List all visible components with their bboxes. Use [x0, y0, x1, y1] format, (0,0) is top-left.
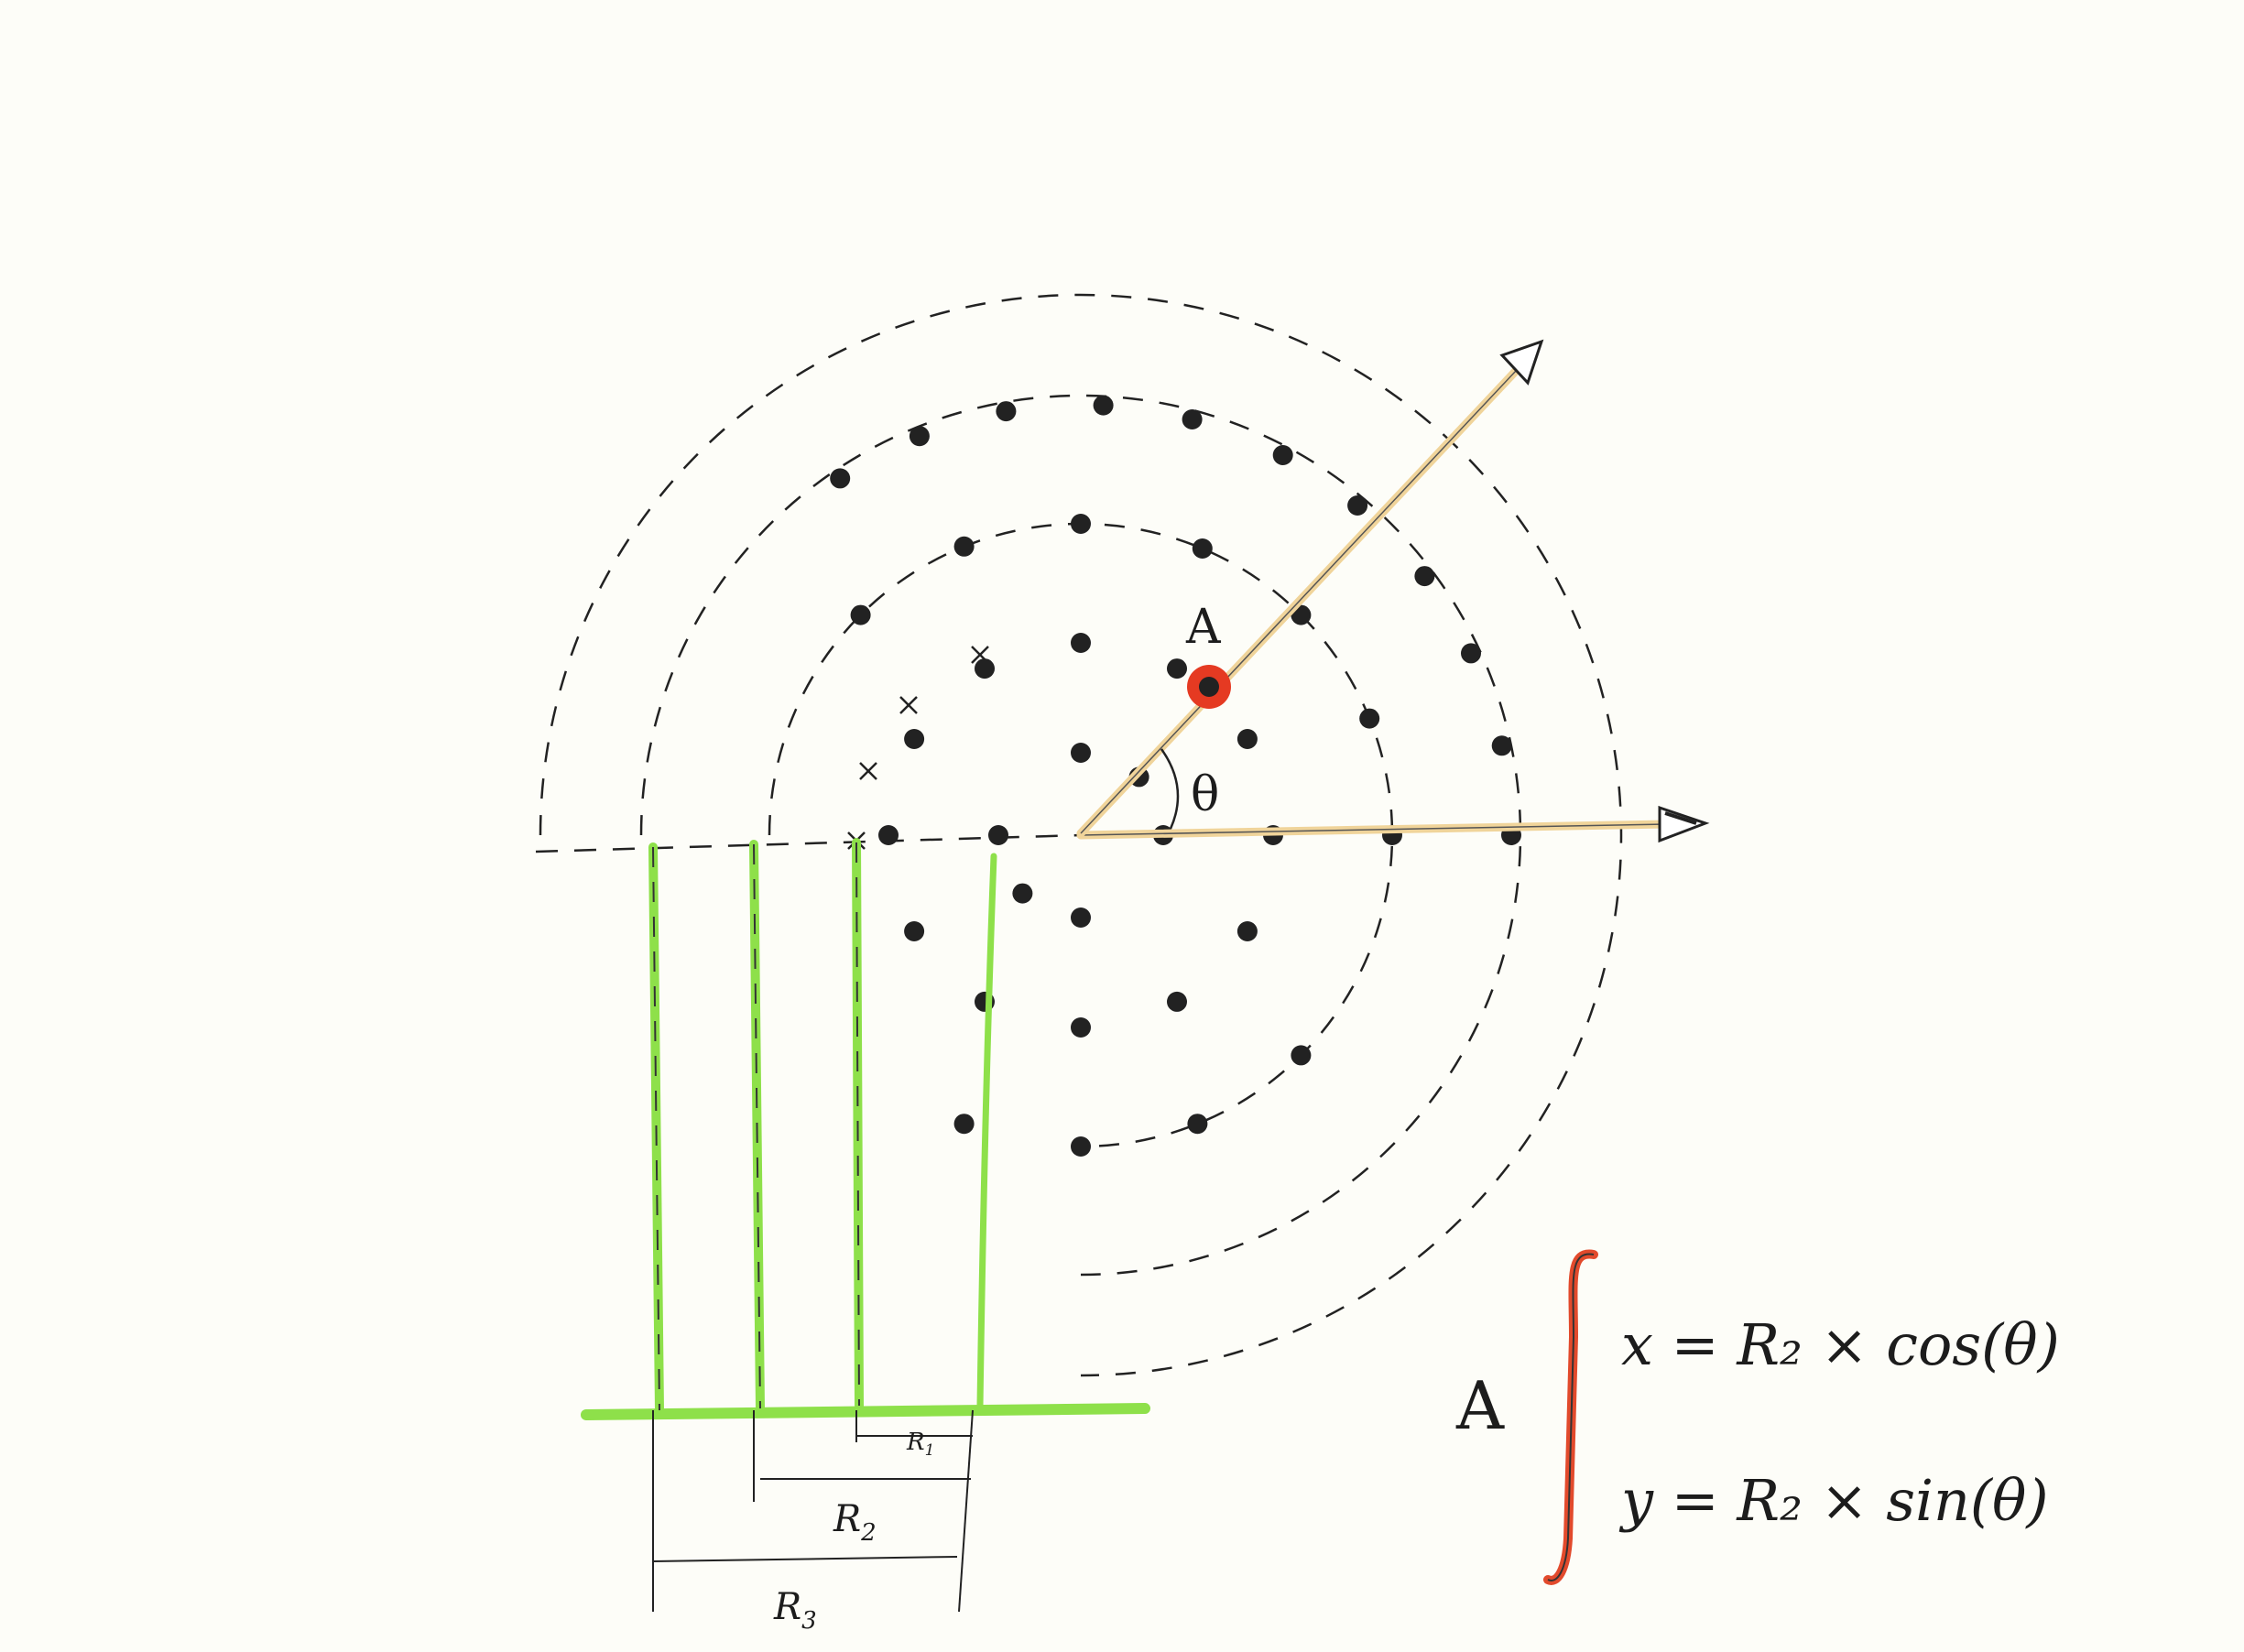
ring-dot: [988, 825, 1008, 845]
circle-r2: [639, 394, 1522, 1277]
ring-dot: [1071, 633, 1091, 653]
r2-label: R2: [833, 1498, 877, 1547]
profile-centerlines: [652, 842, 860, 1411]
ring-dot: [878, 825, 899, 845]
ring-dot: [904, 921, 925, 941]
point-a-marker: [1187, 665, 1231, 709]
ring-dot: [1491, 735, 1512, 756]
dimension-labels: R1 R2 R3: [773, 1429, 934, 1635]
ring-dot: [1414, 566, 1435, 587]
circle-r3: [539, 293, 1623, 1377]
ring-dot: [1071, 1136, 1091, 1157]
r3-label: R3: [773, 1586, 817, 1635]
formula-y: y = R₂ × sin(θ): [1618, 1467, 2049, 1534]
horizontal-dashed-axis: [535, 833, 1082, 853]
angle-label: θ: [1191, 767, 1219, 822]
ring-dot: [1347, 495, 1368, 516]
formula-x: x = R₂ × cos(θ): [1621, 1311, 2060, 1378]
r1-label: R1: [906, 1429, 934, 1460]
ring-dot: [953, 536, 975, 557]
ring-dot: [1236, 729, 1258, 749]
ring-dot: [1093, 395, 1114, 416]
ring-dot: [1359, 708, 1380, 729]
point-a-label: A: [1185, 600, 1222, 655]
dimension-lines: [652, 1409, 974, 1613]
angle-arc: [1160, 748, 1180, 830]
ring-dot: [1187, 1114, 1208, 1135]
green-profile: [581, 838, 1150, 1420]
ring-dot: [1071, 1017, 1091, 1038]
ring-dot: [953, 1114, 975, 1135]
ring-dot: [1192, 538, 1213, 559]
ring-dot: [1236, 921, 1258, 941]
formula-lhs: A: [1455, 1367, 1505, 1444]
cross-mark: [899, 696, 918, 714]
ring-dot: [1012, 883, 1033, 904]
ring-dot: [850, 604, 871, 625]
ring-dot: [1182, 409, 1203, 429]
ring-dot: [975, 658, 995, 679]
ring-dot: [1272, 445, 1293, 465]
ring-dot: [830, 468, 851, 489]
ring-dot: [1071, 514, 1091, 534]
arrow-diagonal-icon: [1499, 339, 1544, 386]
ring-dot: [1167, 991, 1187, 1012]
ring-dot: [909, 426, 930, 447]
ring-dot: [904, 729, 925, 749]
formula-block: A x = R₂ × cos(θ) y = R₂ × sin(θ): [1455, 1249, 2060, 1585]
ring-dot: [1167, 658, 1187, 679]
cross-mark: [859, 762, 877, 780]
ring-dot: [1461, 643, 1481, 664]
ring-dot: [996, 401, 1017, 422]
ring-dot: [1071, 743, 1091, 763]
ring-dot: [1291, 1045, 1312, 1066]
horizontal-ray: [1076, 805, 1710, 843]
angled-ray: [1076, 339, 1544, 838]
cross-mark: [971, 646, 989, 664]
ring-dot: [1071, 908, 1091, 928]
